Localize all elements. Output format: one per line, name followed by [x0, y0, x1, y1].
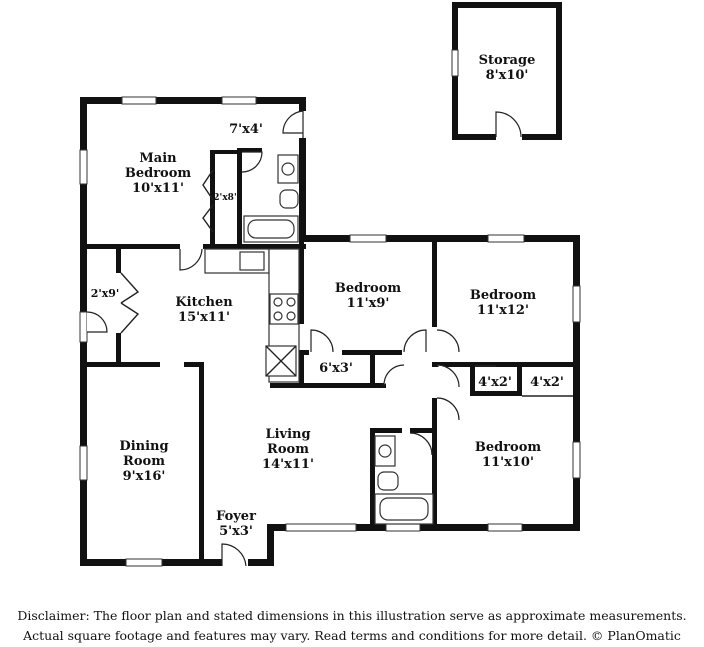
storage-name: Storage	[479, 53, 536, 68]
disclaimer: Disclaimer: The floor plan and stated di…	[0, 606, 704, 646]
living-room-dim: 14'x11'	[262, 457, 314, 472]
main-closet-dim: 2'x8'	[213, 193, 236, 203]
doors	[79, 110, 573, 567]
pantry-dim: 2'x9'	[91, 287, 120, 300]
main-bedroom-name-1: Main	[139, 151, 177, 166]
living-room-name-1: Living	[265, 427, 310, 442]
hall-bath-toilet	[377, 471, 399, 491]
bedroom-center-name: Bedroom	[335, 281, 402, 296]
kitchen-name: Kitchen	[175, 295, 233, 310]
room-labels: Storage 8'x10' Main Bedroom 10'x11' 7'x4…	[91, 53, 564, 539]
bedroom-center-closet-dim: 6'x3'	[319, 361, 353, 376]
storage-window	[451, 49, 459, 77]
closet-b-dim: 4'x2'	[530, 375, 564, 390]
dining-room-name-1: Dining	[119, 439, 168, 454]
fixtures	[204, 154, 434, 525]
disclaimer-line-2: Actual square footage and features may v…	[23, 628, 681, 643]
main-bath-toilet	[279, 189, 299, 209]
bedroom-ne-dim: 11'x12'	[477, 303, 529, 318]
closet-a-dim: 4'x2'	[478, 375, 512, 390]
interior-walls	[80, 148, 580, 559]
storage-dim: 8'x10'	[486, 68, 529, 83]
foyer-dim: 5'x3'	[219, 524, 253, 539]
dining-room-dim: 9'x16'	[123, 469, 166, 484]
bedroom-center-dim: 11'x9'	[347, 296, 390, 311]
kitchen-dim: 15'x11'	[178, 310, 230, 325]
bedroom-ne-name: Bedroom	[470, 288, 537, 303]
main-bedroom-dim: 10'x11'	[132, 181, 184, 196]
kitchen-sink	[239, 251, 265, 271]
bedroom-se-name: Bedroom	[475, 440, 542, 455]
foyer-name: Foyer	[216, 509, 256, 524]
disclaimer-line-1: Disclaimer: The floor plan and stated di…	[17, 608, 687, 623]
windows	[79, 96, 581, 567]
dining-room-name-2: Room	[123, 454, 165, 469]
floor-plan: Storage 8'x10' Main Bedroom 10'x11' 7'x4…	[79, 2, 581, 567]
storage-door	[495, 111, 522, 138]
storage-building	[451, 2, 562, 140]
living-room-name-2: Room	[267, 442, 309, 457]
bedroom-se-dim: 11'x10'	[482, 455, 534, 470]
main-bedroom-name-2: Bedroom	[125, 166, 192, 181]
main-bath-dim: 7'x4'	[229, 122, 263, 137]
